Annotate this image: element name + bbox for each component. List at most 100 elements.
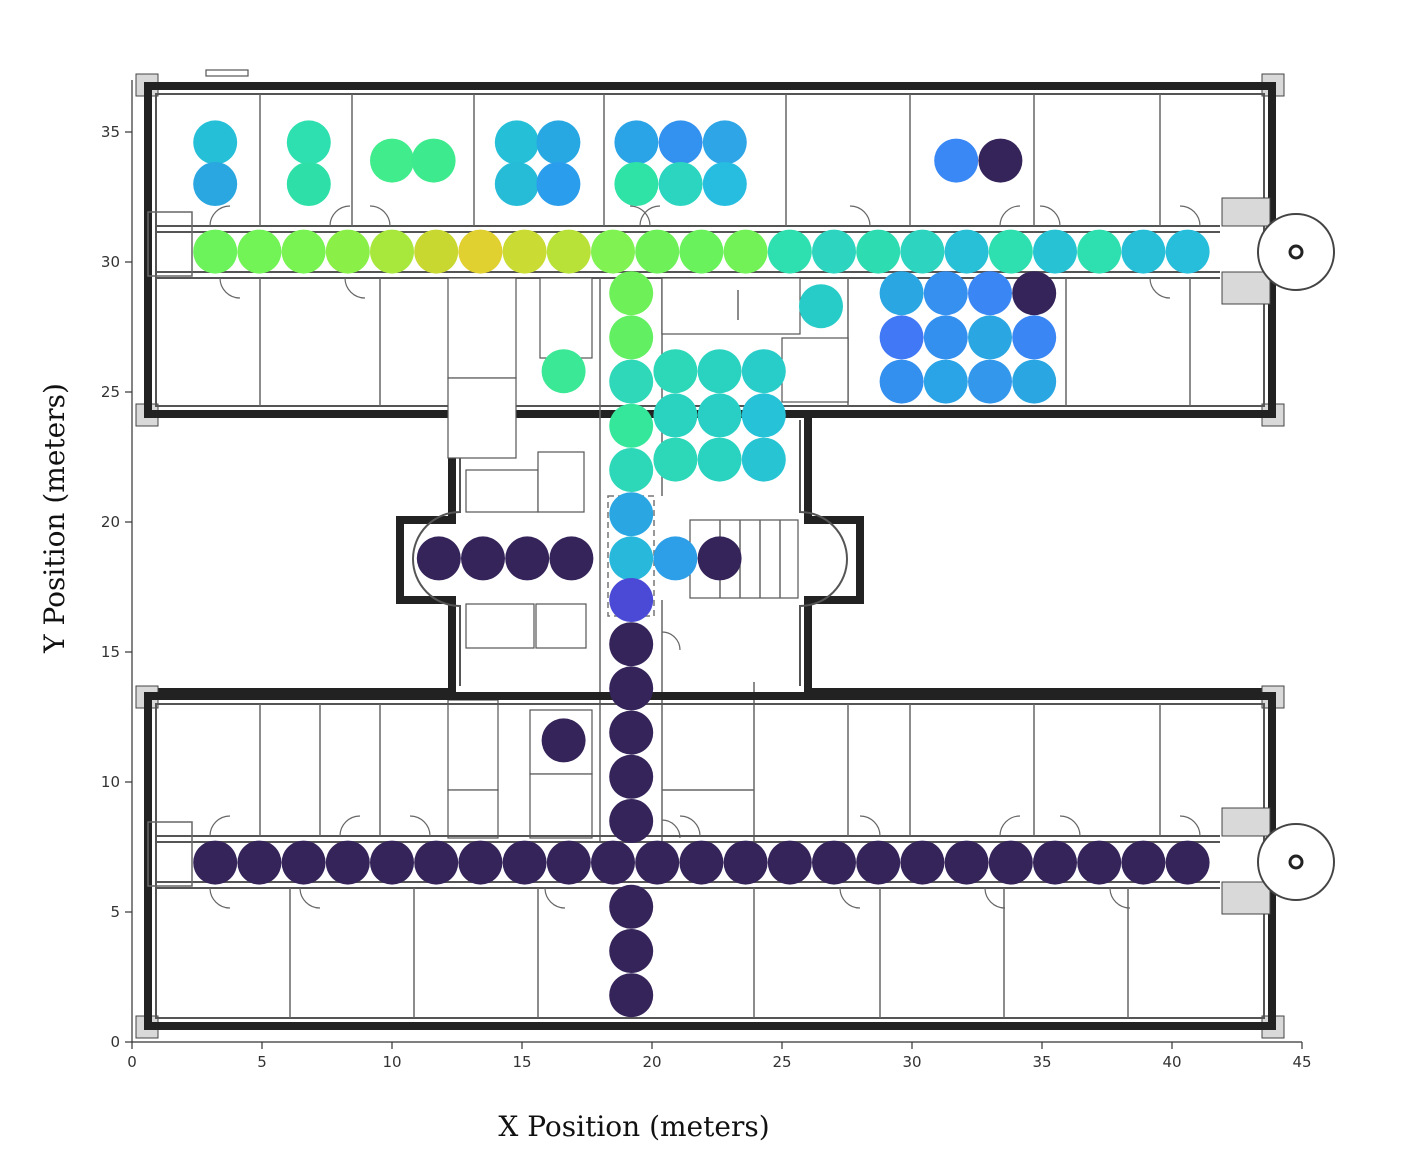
data-point [609,754,654,799]
data-point [494,162,539,206]
data-point [988,840,1033,885]
data-point [653,349,698,394]
data-point [541,349,586,394]
data-point [679,229,724,274]
y-tick-label: 20 [101,513,120,531]
data-point [635,229,680,274]
data-point [944,840,989,885]
data-point [609,973,654,1018]
data-point [536,162,581,206]
data-point [325,229,370,274]
data-point [416,536,461,581]
x-tick-label: 45 [1292,1053,1311,1071]
data-point [609,622,654,667]
data-point [1033,229,1077,274]
data-point [370,138,414,183]
data-point [799,284,843,329]
x-tick-label: 15 [512,1053,531,1071]
data-point [505,536,550,581]
data-point [458,840,503,885]
y-axis-title: Y Position (meters) [38,383,71,654]
data-point [900,229,945,274]
data-point [968,315,1012,360]
data-point [237,229,282,274]
data-point [546,840,591,885]
data-point [458,229,503,274]
data-point [591,229,635,274]
data-point [697,536,742,581]
data-point [370,229,414,274]
data-point [414,229,459,274]
data-point [679,840,724,885]
data-point [370,840,414,885]
data-point [609,359,654,404]
data-point [702,162,747,206]
data-point [1012,271,1057,316]
data-point [609,492,654,537]
data-point [502,229,547,274]
data-point [609,710,654,755]
data-point [812,229,856,274]
data-point [546,229,591,274]
data-point [767,229,812,274]
data-point [900,840,945,885]
data-point [411,138,456,183]
data-point [879,359,924,404]
data-point [723,840,768,885]
data-point [697,393,742,438]
data-point [614,162,659,206]
floor-plan-background [135,69,1335,1039]
data-point [923,315,968,360]
y-tick-label: 35 [101,123,120,141]
data-point [856,229,901,274]
y-tick-label: 5 [110,903,120,921]
data-point [697,349,742,394]
data-point [1077,840,1122,885]
data-point [1012,315,1057,360]
y-tick-label: 0 [110,1033,120,1051]
data-point [968,359,1012,404]
data-point [193,229,238,274]
data-point [653,437,698,482]
data-point [658,120,703,165]
data-point [697,437,742,482]
data-point [609,536,654,581]
data-point [609,884,654,929]
data-point [1033,840,1077,885]
data-point [502,840,547,885]
data-point [1012,359,1057,404]
data-point [988,229,1033,274]
x-tick-label: 30 [902,1053,921,1071]
data-point [237,840,282,885]
data-point [856,840,901,885]
data-point [741,349,786,394]
y-tick-label: 25 [101,383,120,401]
data-point [1165,840,1210,885]
data-point [609,929,654,973]
x-axis-title: X Position (meters) [498,1110,769,1143]
data-point [609,403,654,448]
data-point [193,840,238,885]
y-tick-label: 10 [101,773,120,791]
data-point [879,315,924,360]
x-tick-label: 5 [257,1053,267,1071]
data-point [609,799,654,843]
x-tick-label: 40 [1162,1053,1181,1071]
data-point [658,162,703,206]
data-point [741,437,786,482]
data-point [536,120,581,165]
data-point [609,578,654,622]
data-point [723,229,768,274]
x-tick-label: 10 [382,1053,401,1071]
data-point [944,229,989,274]
data-point [923,271,968,316]
data-point [1165,229,1210,274]
data-point [193,120,238,165]
x-tick-label: 35 [1032,1053,1051,1071]
data-point [702,120,747,165]
data-point [609,315,654,360]
data-point [978,138,1023,183]
